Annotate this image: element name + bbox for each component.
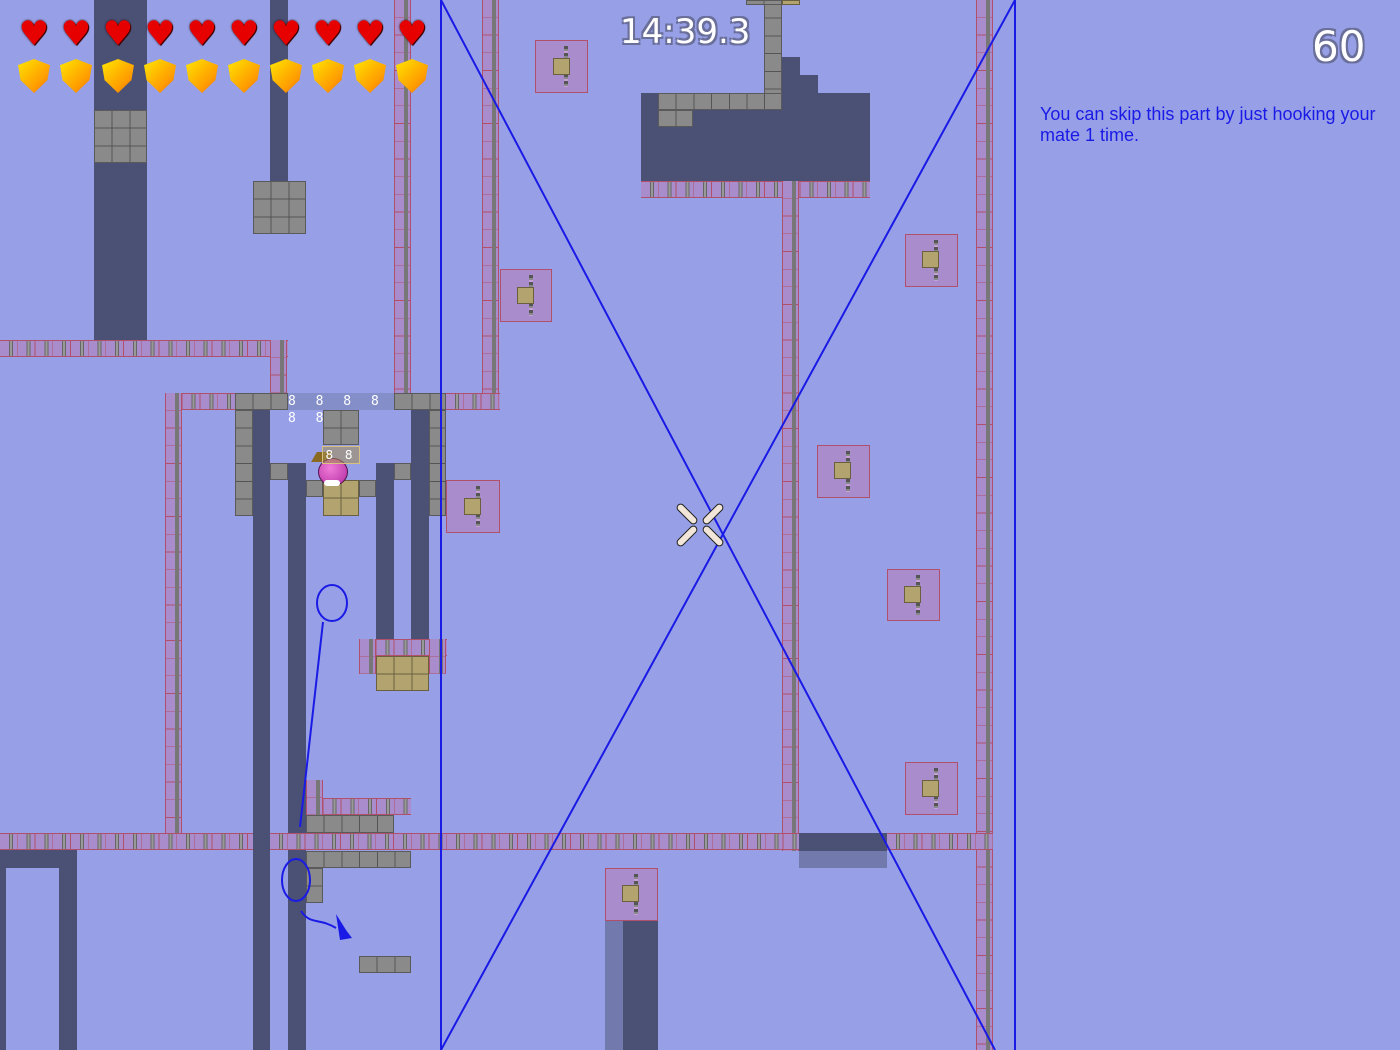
tee-feet bbox=[324, 480, 340, 486]
kill-wall bbox=[394, 0, 411, 395]
kill-wall bbox=[165, 393, 182, 850]
gold-block bbox=[922, 780, 939, 797]
kill-floor bbox=[0, 833, 253, 850]
shield-icon bbox=[310, 58, 346, 94]
hookable-block bbox=[746, 0, 782, 5]
shield-icon bbox=[394, 58, 430, 94]
hookable-block bbox=[306, 851, 411, 868]
shield-icon bbox=[184, 58, 220, 94]
background-pillar bbox=[253, 410, 270, 1050]
kill-floor bbox=[359, 639, 447, 656]
heart-icon: ♥ bbox=[312, 14, 344, 54]
fps-counter: 60 bbox=[1312, 22, 1366, 71]
background-step bbox=[800, 75, 818, 97]
kill-wall bbox=[270, 340, 287, 395]
hookable-block bbox=[658, 93, 782, 110]
hookable-block bbox=[235, 410, 253, 516]
background-frame bbox=[0, 850, 6, 1050]
hookable-block bbox=[235, 393, 288, 410]
shield-icon bbox=[268, 58, 304, 94]
gold-block bbox=[922, 251, 939, 268]
kill-wall bbox=[482, 0, 499, 410]
hookable-block bbox=[359, 480, 376, 497]
hookable-block bbox=[658, 110, 693, 127]
health-bar: ♥♥♥♥♥♥♥♥♥♥ bbox=[16, 16, 430, 52]
heart-icon: ♥ bbox=[144, 14, 176, 54]
background-block bbox=[799, 833, 887, 851]
hookable-block bbox=[394, 393, 446, 410]
heart-icon: ♥ bbox=[270, 14, 302, 54]
kill-floor bbox=[641, 181, 870, 198]
shield-icon bbox=[226, 58, 262, 94]
hookable-block bbox=[359, 956, 411, 973]
gold-block bbox=[464, 498, 481, 515]
heart-icon: ♥ bbox=[102, 14, 134, 54]
kill-floor bbox=[306, 798, 411, 815]
kill-wall bbox=[306, 780, 323, 816]
heart-icon: ♥ bbox=[18, 14, 50, 54]
background-frame bbox=[59, 850, 77, 1050]
kill-wall bbox=[976, 0, 993, 1050]
background-step bbox=[836, 110, 854, 130]
gold-block bbox=[782, 0, 800, 5]
crosshair-icon bbox=[674, 500, 726, 550]
background-pillar bbox=[270, 0, 288, 182]
gold-block bbox=[834, 462, 851, 479]
background-frame bbox=[0, 850, 77, 868]
gold-block bbox=[553, 58, 570, 75]
shield-icon bbox=[352, 58, 388, 94]
shield-icon bbox=[58, 58, 94, 94]
hookable-block bbox=[429, 410, 446, 516]
background-pillar bbox=[94, 0, 147, 340]
background-pillar bbox=[288, 463, 306, 1050]
gold-block bbox=[323, 480, 359, 516]
background-pillar bbox=[605, 921, 623, 1050]
background-step bbox=[782, 57, 800, 97]
heart-icon: ♥ bbox=[396, 14, 428, 54]
hookable-block bbox=[323, 410, 359, 445]
background-pillar bbox=[411, 410, 429, 641]
background-pillar bbox=[623, 921, 658, 1050]
hookable-block bbox=[253, 181, 306, 234]
heart-icon: ♥ bbox=[354, 14, 386, 54]
hookable-block bbox=[306, 868, 323, 903]
race-timer: 14:39.3 bbox=[620, 12, 751, 52]
hookable-block bbox=[306, 480, 323, 497]
kill-wall bbox=[359, 639, 376, 674]
hookable-block bbox=[94, 110, 147, 163]
heart-icon: ♥ bbox=[228, 14, 260, 54]
broadcast-message: You can skip this part by just hooking y… bbox=[1040, 104, 1376, 145]
switch-number-strip: 8 8 8 8 8 8 bbox=[288, 393, 394, 426]
armor-bar bbox=[16, 58, 430, 94]
kill-floor bbox=[165, 393, 236, 410]
gold-block bbox=[376, 656, 429, 691]
hookable-block bbox=[270, 463, 288, 480]
heart-icon: ♥ bbox=[186, 14, 218, 54]
background-pillar bbox=[376, 463, 394, 641]
kill-floor bbox=[446, 393, 500, 410]
kill-wall bbox=[429, 639, 446, 674]
kill-wall bbox=[782, 181, 799, 851]
kill-floor bbox=[270, 833, 799, 850]
gold-block bbox=[622, 885, 639, 902]
kill-floor bbox=[887, 833, 993, 850]
hookable-block bbox=[394, 463, 411, 480]
heart-icon: ♥ bbox=[60, 14, 92, 54]
gold-block bbox=[517, 287, 534, 304]
player-nameplate: 8 8 bbox=[322, 446, 360, 464]
background-step bbox=[818, 93, 836, 113]
shield-icon bbox=[100, 58, 136, 94]
hookable-block bbox=[306, 815, 394, 833]
background-block bbox=[799, 851, 887, 868]
shield-icon bbox=[142, 58, 178, 94]
gold-block bbox=[904, 586, 921, 603]
kill-floor bbox=[0, 340, 288, 357]
shield-icon bbox=[16, 58, 52, 94]
